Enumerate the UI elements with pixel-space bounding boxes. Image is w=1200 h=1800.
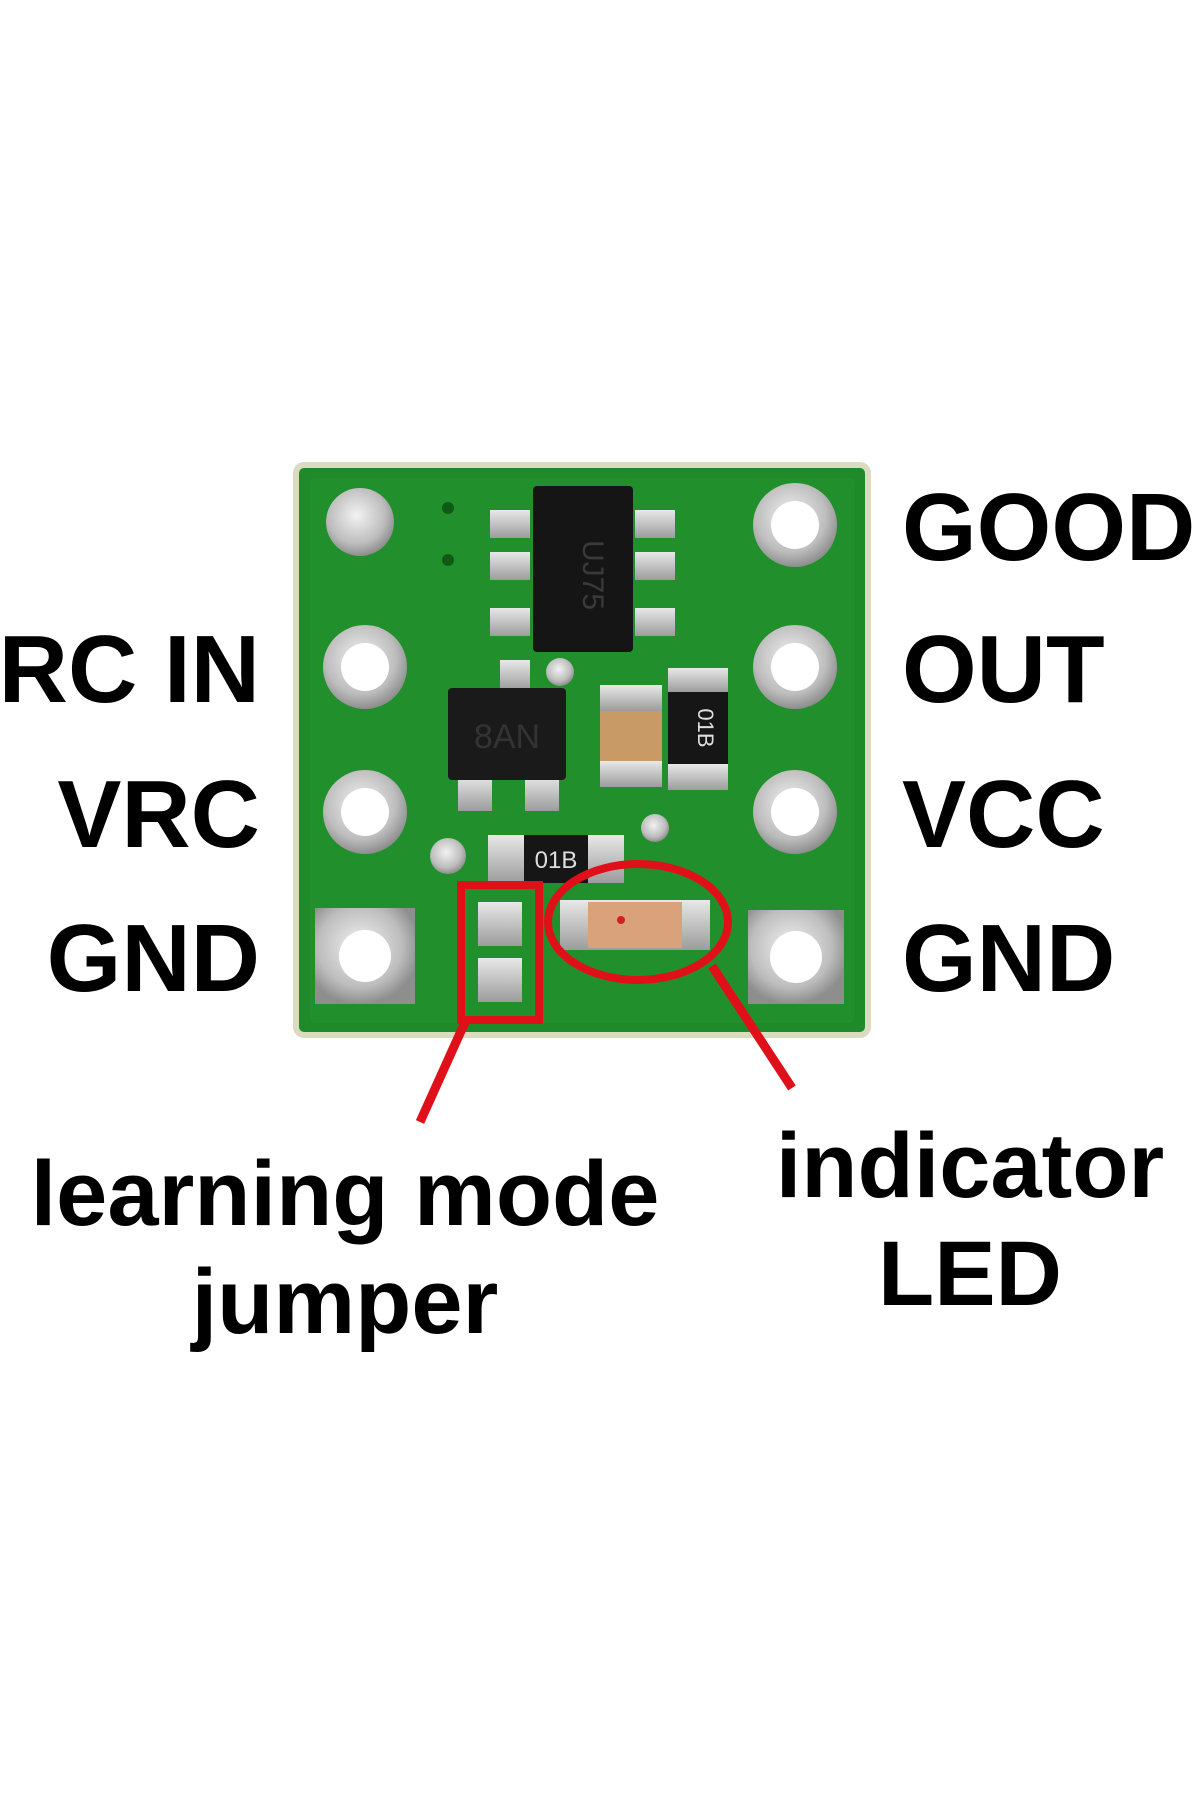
ic-chip: UJ75	[490, 486, 675, 652]
jumper-leader-line	[415, 1018, 471, 1124]
pin-label-rc-in: RC IN	[0, 616, 260, 723]
led-leader-line	[708, 963, 796, 1091]
callout-indicator-led: indicator LED	[745, 1112, 1195, 1328]
callout-learning-mode-jumper: learning mode jumper	[0, 1140, 690, 1356]
resistor-marking-horizontal: 01B	[535, 847, 578, 874]
callout-led-line1: indicator	[775, 1115, 1165, 1217]
resistor-vertical: 01B	[668, 668, 728, 790]
resistor-horizontal: 01B	[488, 835, 624, 883]
transistor: 8AN	[448, 660, 566, 811]
transistor-marking: 8AN	[474, 718, 540, 756]
led-highlight-ellipse	[544, 860, 732, 984]
left-pin-pads	[315, 625, 415, 1004]
pin-label-gnd-right: GND	[902, 905, 1116, 1012]
pin-label-vcc: VCC	[902, 761, 1105, 868]
pin-label-gnd-left: GND	[46, 905, 260, 1012]
resistor-marking-vertical: 01B	[693, 708, 718, 747]
callout-jumper-line1: learning mode	[30, 1143, 660, 1245]
indicator-led	[560, 900, 710, 950]
right-pin-pads	[748, 483, 844, 1004]
pin-label-out: OUT	[902, 616, 1105, 723]
jumper-pads	[478, 902, 522, 1002]
callout-led-line2: LED	[878, 1223, 1062, 1325]
mounting-hole	[326, 488, 394, 556]
pin-label-good: GOOD	[902, 474, 1196, 581]
jumper-highlight-box	[457, 881, 543, 1024]
pin-label-vrc: VRC	[57, 761, 260, 868]
callout-jumper-line2: jumper	[191, 1251, 499, 1353]
capacitor	[600, 685, 662, 787]
ic-marking: UJ75	[576, 540, 609, 610]
